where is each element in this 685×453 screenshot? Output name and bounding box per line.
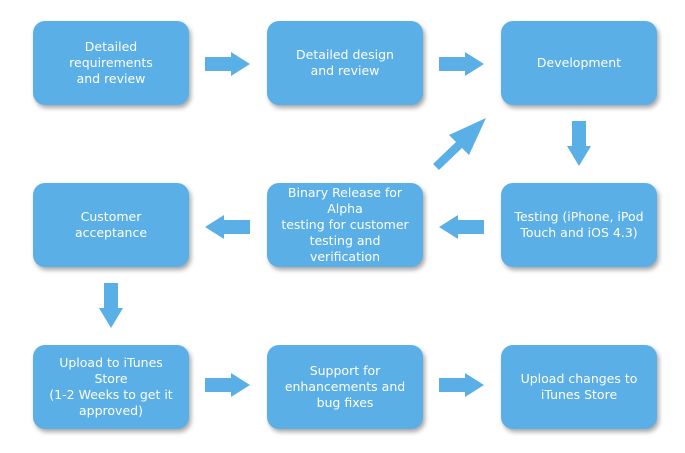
arrow-right-icon: [205, 373, 250, 397]
node-upload-itunes: Upload to iTunes Store (1-2 Weeks to get…: [33, 345, 189, 429]
node-label: Upload changes to iTunes Store: [520, 371, 638, 402]
node-binary-release: Binary Release for Alpha testing for cus…: [267, 183, 423, 267]
node-testing: Testing (iPhone, iPod Touch and iOS 4.3): [501, 183, 657, 267]
arrow-right-icon: [439, 52, 484, 76]
node-label: Upload to iTunes Store (1-2 Weeks to get…: [49, 355, 173, 418]
arrow-down-icon: [99, 283, 123, 328]
arrow-left-icon: [205, 215, 250, 239]
node-label: Detailed design and review: [296, 47, 394, 78]
node-customer-acceptance: Customer acceptance: [33, 183, 189, 267]
node-label: Support for enhancements and bug fixes: [284, 363, 406, 410]
node-label: Development: [536, 55, 622, 70]
arrow-diagonal-icon: [433, 118, 486, 170]
arrow-left-icon: [439, 215, 484, 239]
node-label: Detailed requirements and review: [69, 39, 153, 86]
arrow-down-icon: [567, 121, 591, 166]
node-development: Development: [501, 21, 657, 105]
node-detailed-requirements: Detailed requirements and review: [33, 21, 189, 105]
arrow-right-icon: [205, 52, 250, 76]
node-support: Support for enhancements and bug fixes: [267, 345, 423, 429]
node-detailed-design: Detailed design and review: [267, 21, 423, 105]
node-label: Binary Release for Alpha testing for cus…: [281, 185, 409, 264]
node-label: Testing (iPhone, iPod Touch and iOS 4.3): [514, 209, 644, 240]
arrow-right-icon: [439, 373, 484, 397]
node-label: Customer acceptance: [74, 209, 148, 240]
node-upload-changes: Upload changes to iTunes Store: [501, 345, 657, 429]
